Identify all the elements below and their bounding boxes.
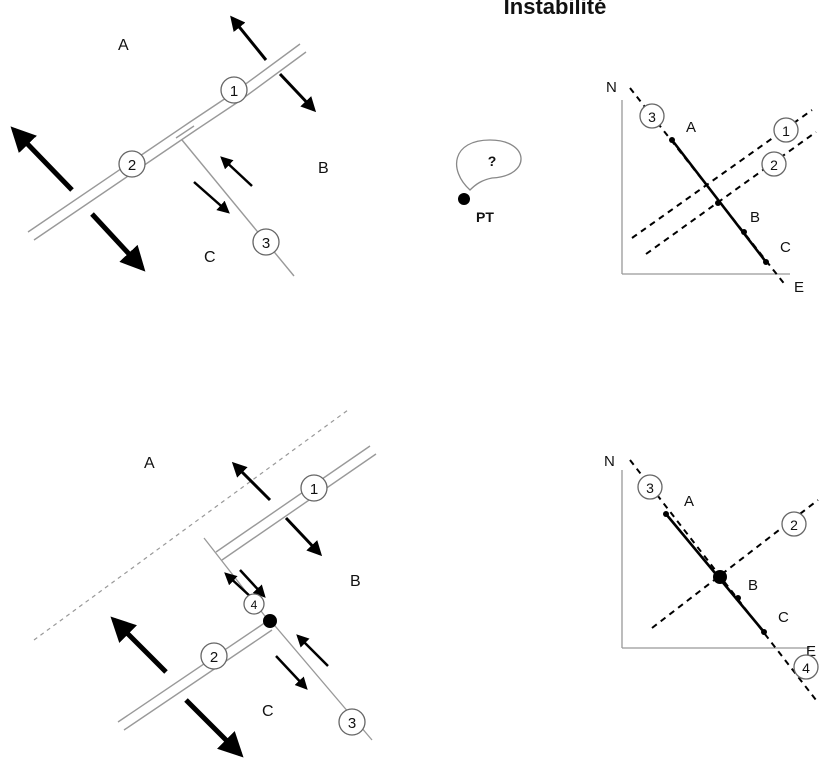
svg-text:4: 4 — [802, 660, 810, 676]
pt-label: PT — [476, 209, 494, 225]
ridge-upper — [216, 446, 376, 560]
svg-text:1: 1 — [310, 481, 318, 498]
boundary-marker-1: 1 — [221, 77, 247, 103]
velocity-marker-3: 3 — [638, 475, 662, 499]
plate-c-label: C — [262, 703, 274, 720]
arrow-top-nw — [234, 464, 270, 500]
axis-n-label: N — [604, 453, 615, 470]
velocity-marker-1: 1 — [774, 118, 798, 142]
point-b — [735, 595, 741, 601]
svg-text:2: 2 — [790, 517, 798, 533]
svg-text:1: 1 — [782, 123, 790, 139]
top-velocity-panel: N E A B C 3 1 2 — [606, 79, 816, 296]
svg-text:2: 2 — [210, 649, 218, 666]
boundary-marker-2: 2 — [201, 643, 227, 669]
svg-text:3: 3 — [348, 715, 356, 732]
velocity-marker-2: 2 — [762, 152, 786, 176]
axis-n-label: N — [606, 79, 617, 96]
motion-arrows — [114, 464, 328, 754]
point-a-label: A — [686, 119, 696, 136]
arrow-fault3-down — [276, 656, 306, 688]
arrow-top-se — [286, 518, 320, 554]
svg-text:3: 3 — [646, 480, 654, 496]
velocity-marker-3: 3 — [640, 104, 664, 128]
point-b-label: B — [748, 577, 758, 594]
point-c — [761, 629, 767, 635]
boundary-marker-4: 4 — [244, 594, 264, 614]
point-b — [715, 200, 721, 206]
velocity-marker-2: 2 — [782, 512, 806, 536]
plate-a-label: A — [144, 455, 155, 472]
point-c-label: C — [778, 609, 789, 626]
bottom-velocity-panel: N E A B C 3 2 4 — [604, 453, 818, 700]
point-c-label: C — [780, 239, 791, 256]
svg-text:3: 3 — [262, 235, 270, 252]
svg-text:2: 2 — [770, 157, 778, 173]
arrow-top-nw — [232, 18, 266, 60]
plate-b-label: B — [318, 160, 329, 177]
ridge-double-line — [28, 44, 306, 240]
point-b2 — [741, 229, 747, 235]
arrow-plate-c-se — [186, 700, 240, 754]
axis-e-label: E — [794, 279, 804, 296]
point-a — [669, 137, 675, 143]
point-c — [763, 259, 769, 265]
point-b-label: B — [750, 209, 760, 226]
svg-text:4: 4 — [251, 598, 258, 612]
bottom-map-panel: A B C 1 2 3 4 — [34, 410, 376, 754]
top-map-panel: A B C 1 2 3 — [14, 18, 329, 276]
plate-c-label: C — [204, 249, 216, 266]
boundary-marker-3: 3 — [253, 229, 279, 255]
point-a-label: A — [684, 493, 694, 510]
svg-text:1: 1 — [230, 83, 238, 100]
arrow-fault-up — [222, 158, 252, 186]
boundary-marker-1: 1 — [301, 475, 327, 501]
svg-text:2: 2 — [128, 157, 136, 174]
arrow-fault3-up — [298, 636, 328, 666]
arrow-fault4-down — [240, 570, 264, 596]
fault-line-3 — [182, 140, 294, 276]
plate-a-label: A — [118, 37, 129, 54]
arrow-top-se — [280, 74, 314, 110]
svg-text:3: 3 — [648, 109, 656, 125]
velocity-marker-4: 4 — [794, 655, 818, 679]
plate-b-label: B — [350, 573, 361, 590]
projected-dotted-line — [34, 410, 348, 640]
pt-point — [458, 193, 470, 205]
arrow-plate-a-sw — [14, 130, 72, 190]
boundary-marker-2: 2 — [119, 151, 145, 177]
boundary-2-dashed — [646, 132, 816, 254]
triple-junction-point — [263, 614, 277, 628]
question-mark: ? — [488, 153, 497, 169]
arrow-plate-c-se — [92, 214, 142, 268]
triple-junction: ? PT — [457, 140, 521, 225]
arrow-plate-a-sw — [114, 620, 166, 672]
title: Instabilité — [504, 0, 607, 19]
boundary-marker-3: 3 — [339, 709, 365, 735]
arrow-fault-down — [194, 182, 228, 212]
triple-point — [713, 570, 727, 584]
point-a — [663, 511, 669, 517]
ridge-lower — [118, 622, 272, 730]
